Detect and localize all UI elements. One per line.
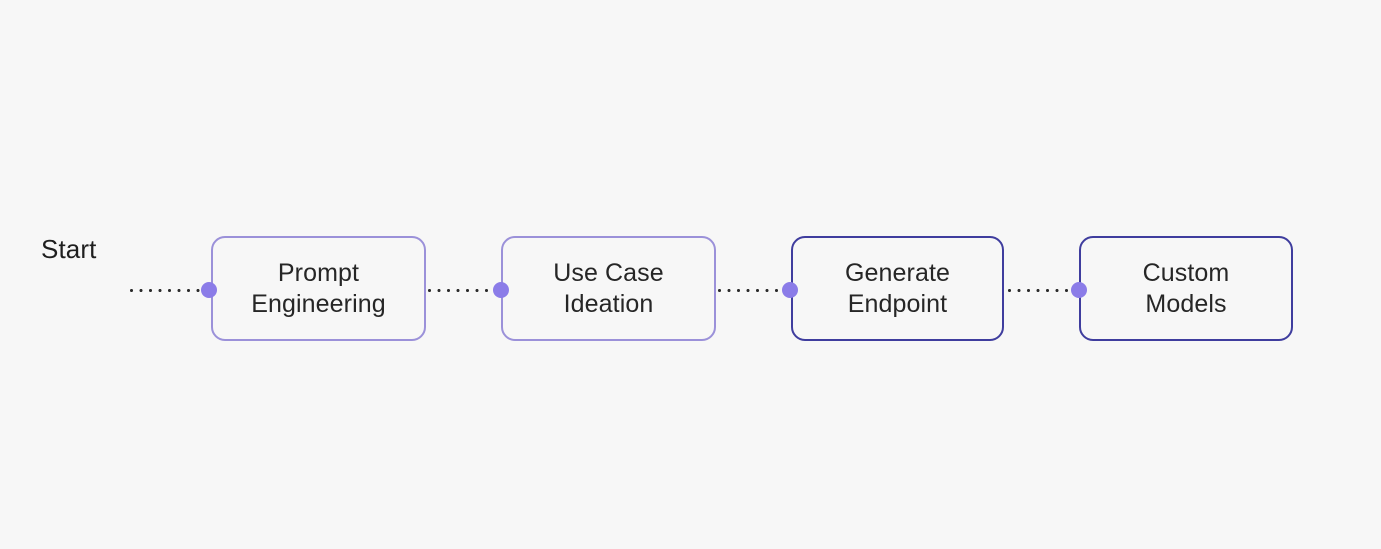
node-custom-models[interactable]: Custom Models [1079, 236, 1293, 341]
node-use-case-ideation[interactable]: Use Case Ideation [501, 236, 716, 341]
edge-start-to-prompt-engineering [130, 289, 208, 292]
node-label: Generate Endpoint [844, 258, 951, 318]
node-generate-endpoint[interactable]: Generate Endpoint [791, 236, 1004, 341]
node-label: Use Case Ideation [553, 258, 664, 318]
edge-prompt-engineering-to-use-case-ideation [428, 289, 500, 292]
edge-use-case-ideation-to-generate-endpoint [718, 289, 789, 292]
port-dot-generate-endpoint[interactable] [782, 282, 798, 298]
port-dot-custom-models[interactable] [1071, 282, 1087, 298]
edge-generate-endpoint-to-custom-models [1008, 289, 1078, 292]
start-label: Start [41, 234, 97, 264]
node-label: Prompt Engineering [251, 258, 386, 318]
port-dot-use-case-ideation[interactable] [493, 282, 509, 298]
port-dot-prompt-engineering[interactable] [201, 282, 217, 298]
node-prompt-engineering[interactable]: Prompt Engineering [211, 236, 426, 341]
node-label: Custom Models [1142, 258, 1230, 318]
